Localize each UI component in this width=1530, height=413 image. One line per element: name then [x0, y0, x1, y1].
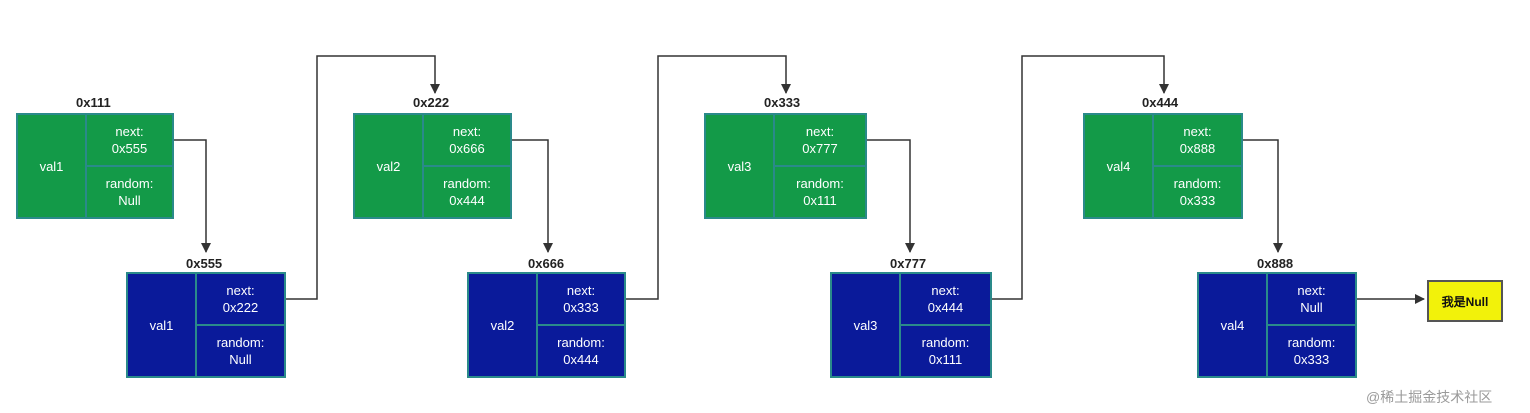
- node-value: val3: [706, 115, 775, 217]
- next-value: 0x444: [927, 300, 964, 315]
- random-value: 0x444: [563, 352, 599, 367]
- green-node-1-address: 0x111: [76, 95, 111, 110]
- node-value: val1: [128, 274, 197, 376]
- next-value: 0x888: [1179, 141, 1216, 156]
- next-label: next:: [226, 283, 255, 298]
- next-label: next:: [805, 124, 835, 139]
- arrow-green2-to-blue2: [510, 139, 553, 253]
- random-label: random:: [796, 176, 844, 191]
- next-value: 0x555: [111, 141, 148, 156]
- blue-node-4: val4 next: Null random: 0x333: [1197, 272, 1357, 378]
- random-label: random:: [557, 335, 605, 350]
- next-value: 0x222: [222, 300, 259, 315]
- arrow-green4-to-blue4: [1241, 139, 1283, 253]
- random-label: random:: [216, 335, 265, 350]
- random-label: random:: [443, 176, 491, 191]
- random-field: random: 0x444: [538, 326, 624, 376]
- random-value: 0x111: [803, 193, 837, 208]
- node-value: val3: [832, 274, 901, 376]
- random-field: random: 0x333: [1268, 326, 1355, 376]
- random-value: Null: [229, 352, 252, 367]
- green-node-1: val1 next: 0x555 random: Null: [16, 113, 174, 219]
- green-node-4-address: 0x444: [1142, 95, 1179, 110]
- next-field: next: 0x555: [87, 115, 172, 167]
- next-field: next: 0x444: [901, 274, 990, 326]
- random-value: 0x333: [1293, 352, 1330, 367]
- next-value: 0x777: [802, 141, 838, 156]
- next-label: next:: [931, 283, 960, 298]
- next-field: next: 0x888: [1154, 115, 1241, 167]
- blue-node-4-address: 0x888: [1257, 256, 1294, 271]
- random-field: random: Null: [87, 167, 172, 217]
- node-value: val1: [18, 115, 87, 217]
- next-label: next:: [566, 283, 596, 298]
- next-label: next:: [452, 124, 482, 139]
- arrow-blue2-to-green3: [624, 55, 791, 300]
- random-field: random: 0x444: [424, 167, 510, 217]
- random-value: 0x333: [1179, 193, 1216, 208]
- next-value: 0x333: [563, 300, 599, 315]
- random-value: 0x444: [449, 193, 485, 208]
- watermark: @稀土掘金技术社区: [1366, 389, 1493, 405]
- next-field: next: 0x333: [538, 274, 624, 326]
- next-field: next: 0x777: [775, 115, 865, 167]
- next-label: next:: [1297, 283, 1326, 298]
- green-node-4: val4 next: 0x888 random: 0x333: [1083, 113, 1243, 219]
- random-label: random:: [1287, 335, 1336, 350]
- green-node-3: val3 next: 0x777 random: 0x111: [704, 113, 867, 219]
- next-field: next: 0x666: [424, 115, 510, 167]
- next-value: 0x666: [449, 141, 485, 156]
- random-value: Null: [118, 193, 141, 208]
- blue-node-1-address: 0x555: [186, 256, 223, 271]
- node-value: val2: [469, 274, 538, 376]
- arrow-blue3-to-green4: [990, 55, 1169, 300]
- blue-node-2: val2 next: 0x333 random: 0x444: [467, 272, 626, 378]
- green-node-2: val2 next: 0x666 random: 0x444: [353, 113, 512, 219]
- arrow-green1-to-blue1: [172, 139, 211, 253]
- random-field: random: Null: [197, 326, 284, 376]
- next-field: next: 0x222: [197, 274, 284, 326]
- random-field: random: 0x333: [1154, 167, 1241, 217]
- green-node-3-address: 0x333: [764, 95, 801, 110]
- next-label: next:: [1183, 124, 1212, 139]
- next-label: next:: [115, 124, 144, 139]
- random-label: random:: [105, 176, 154, 191]
- null-box: 我是Null: [1427, 280, 1503, 322]
- arrow-green3-to-blue3: [865, 139, 915, 253]
- green-node-2-address: 0x222: [413, 95, 450, 110]
- random-field: random: 0x111: [901, 326, 990, 376]
- next-value: Null: [1300, 300, 1323, 315]
- arrow-blue1-to-green2: [284, 55, 440, 300]
- random-label: random:: [921, 335, 970, 350]
- node-value: val2: [355, 115, 424, 217]
- node-value: val4: [1199, 274, 1268, 376]
- blue-node-1: val1 next: 0x222 random: Null: [126, 272, 286, 378]
- random-label: random:: [1173, 176, 1222, 191]
- blue-node-3: val3 next: 0x444 random: 0x111: [830, 272, 992, 378]
- node-value: val4: [1085, 115, 1154, 217]
- random-value: 0x111: [928, 352, 963, 367]
- next-field: next: Null: [1268, 274, 1355, 326]
- random-field: random: 0x111: [775, 167, 865, 217]
- blue-node-3-address: 0x777: [890, 256, 927, 271]
- blue-node-2-address: 0x666: [528, 256, 565, 271]
